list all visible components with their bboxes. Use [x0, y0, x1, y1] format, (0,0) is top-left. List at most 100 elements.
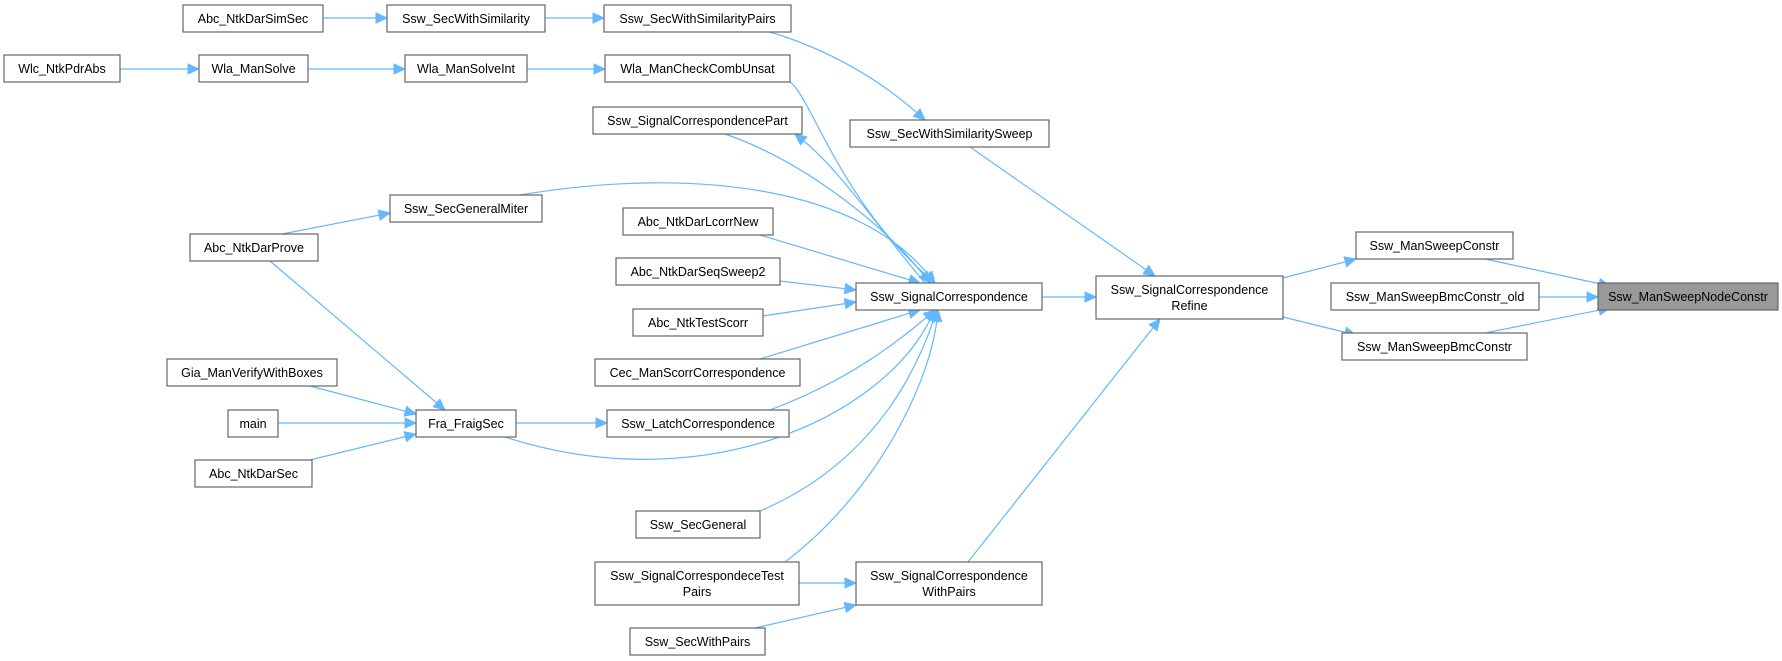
edge-arrowhead: [843, 297, 858, 310]
graph-node[interactable]: Gia_ManVerifyWithBoxes: [166, 358, 338, 387]
graph-node[interactable]: Ssw_LatchCorrespondence: [606, 409, 790, 438]
graph-node[interactable]: Cec_ManScorrCorrespondence: [594, 358, 801, 387]
graph-node[interactable]: Ssw_SecWithSimilarityPairs: [603, 4, 792, 33]
edge-line: [281, 214, 381, 235]
edge-arrowhead: [843, 601, 858, 614]
graph-node[interactable]: Ssw_ManSweepBmcConstr: [1341, 332, 1528, 361]
edge-fraigsec-to-latchcorr: [516, 417, 609, 429]
node-label: Ssw_SignalCorrespondeceTest: [610, 569, 784, 583]
edge-line: [1282, 316, 1347, 334]
graph-node[interactable]: Ssw_SignalCorrespondencePart: [592, 106, 803, 135]
node-box: [227, 409, 279, 438]
graph-node[interactable]: Abc_NtkDarSimSec: [182, 4, 324, 33]
edge-line: [309, 435, 407, 461]
node-label: Ssw_SecGeneralMiter: [404, 202, 528, 216]
edge-arrowhead: [403, 431, 418, 443]
edge-line: [724, 133, 925, 276]
edge-secwithsimsweep-to-refine: [969, 146, 1156, 277]
edge-darsimsec-to-secwithsim: [323, 12, 389, 24]
graph-node[interactable]: Abc_NtkDarSeqSweep2: [615, 257, 781, 286]
node-label: Ssw_SecGeneral: [650, 518, 747, 532]
edge-arrowhead: [403, 405, 418, 417]
node-label: Ssw_LatchCorrespondence: [621, 417, 775, 431]
graph-node[interactable]: Wla_ManCheckCombUnsat: [604, 54, 791, 83]
edge-arrowhead: [930, 308, 943, 323]
edge-line: [1282, 260, 1347, 279]
node-label: Refine: [1171, 299, 1207, 313]
node-label: Wla_ManSolveInt: [417, 62, 515, 76]
edge-line: [969, 146, 1148, 271]
edge-arrowhead: [404, 417, 418, 429]
edge-cecscorr-to-sigcorr: [759, 307, 922, 360]
edge-arrowhead: [1148, 318, 1161, 332]
edge-arrowhead: [593, 63, 607, 75]
edge-darseqsweep2-to-sigcorr: [779, 280, 858, 295]
edge-line: [759, 319, 935, 512]
edge-arrowhead: [843, 282, 858, 295]
node-box: [1330, 282, 1540, 311]
node-label: Gia_ManVerifyWithBoxes: [181, 366, 323, 380]
node-box: [604, 54, 791, 83]
edge-darsec-to-fraigsec: [309, 431, 418, 461]
graph-node[interactable]: main: [227, 409, 279, 438]
edge-wlacheckcomb-to-sigcorr: [789, 81, 936, 284]
edge-wlamansolve-to-wlamansolveint: [308, 63, 407, 75]
node-box: [189, 233, 319, 262]
graph-node[interactable]: Wla_ManSolveInt: [404, 54, 528, 83]
edge-wlamansolveint-to-wlacheckcomb: [527, 63, 607, 75]
node-box: [194, 459, 313, 488]
node-label: Fra_FraigSec: [428, 417, 504, 431]
edge-testscorr-to-sigcorr: [762, 297, 858, 317]
graph-node[interactable]: Fra_FraigSec: [415, 409, 517, 438]
node-label: Ssw_SecWithSimilarityPairs: [619, 12, 775, 26]
edge-refine-to-sweepconstr: [1282, 256, 1358, 279]
edge-arrowhead: [1343, 256, 1358, 268]
edge-withpairs-to-refine: [967, 318, 1161, 563]
graph-node[interactable]: Abc_NtkDarLcorrNew: [622, 207, 774, 236]
edge-arrowhead: [923, 270, 936, 284]
edge-arrowhead: [794, 133, 808, 146]
node-box: [592, 106, 803, 135]
edge-line: [759, 312, 911, 360]
graph-node[interactable]: Ssw_SecWithSimilaritySweep: [849, 119, 1050, 148]
edge-line: [779, 280, 847, 290]
graph-node[interactable]: Ssw_SecGeneral: [635, 510, 761, 539]
focus-node[interactable]: Ssw_ManSweepNodeConstr: [1597, 282, 1779, 311]
graph-node[interactable]: Abc_NtkTestScorr: [632, 308, 764, 337]
edge-darlcorrnew-to-sigcorr: [759, 234, 922, 286]
node-label: Abc_NtkTestScorr: [648, 316, 748, 330]
graph-node[interactable]: Ssw_ManSweepConstr: [1355, 231, 1514, 260]
edges-layer: [120, 12, 1612, 629]
edge-secwithsim-to-secwithsimpairs: [545, 12, 606, 24]
node-box: [606, 409, 790, 438]
graph-node[interactable]: Ssw_SignalCorrespondence: [855, 282, 1043, 311]
graph-node[interactable]: Wla_ManSolve: [198, 54, 309, 83]
graph-node[interactable]: Ssw_SecGeneralMiter: [389, 194, 543, 223]
edge-line: [1484, 309, 1601, 334]
edge-arrowhead: [393, 63, 407, 75]
edge-arrowhead: [592, 12, 606, 24]
edge-secwithpairs-to-withpairs: [754, 601, 858, 629]
graph-node[interactable]: Wlc_NtkPdrAbs: [3, 54, 121, 83]
graph-node[interactable]: Ssw_ManSweepBmcConstr_old: [1330, 282, 1540, 311]
edge-sigcorr-to-refine: [1042, 291, 1098, 303]
edge-darprove-to-fraigsec: [269, 260, 446, 411]
graph-node[interactable]: Ssw_SecWithSimilarity: [386, 4, 546, 33]
node-label: Ssw_ManSweepBmcConstr: [1357, 340, 1512, 354]
graph-node[interactable]: Abc_NtkDarProve: [189, 233, 319, 262]
node-box: [622, 207, 774, 236]
edge-line: [784, 319, 938, 563]
edge-line: [1484, 258, 1601, 285]
node-label: Cec_ManScorrCorrespondence: [610, 366, 786, 380]
node-label: Abc_NtkDarSeqSweep2: [631, 265, 766, 279]
node-box: [629, 627, 766, 656]
graph-node[interactable]: Abc_NtkDarSec: [194, 459, 313, 488]
node-box: [389, 194, 543, 223]
graph-node[interactable]: Ssw_SecWithPairs: [629, 627, 766, 656]
node-box: [404, 54, 528, 83]
